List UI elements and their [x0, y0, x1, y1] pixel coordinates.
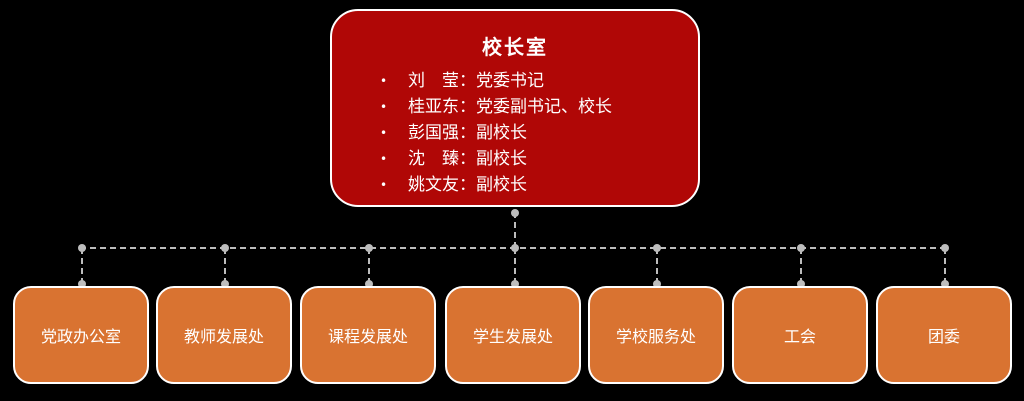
member-item: • 姚文友：副校长 — [380, 172, 612, 198]
connector-branch — [656, 248, 658, 284]
department-box: 工会 — [732, 286, 868, 384]
connector-dot — [797, 244, 805, 252]
department-box: 学校服务处 — [588, 286, 724, 384]
member-role: 党委副书记、校长 — [476, 97, 612, 117]
bullet-icon: • — [380, 74, 388, 88]
member-item: • 桂亚东：党委副书记、校长 — [380, 94, 612, 120]
department-box: 教师发展处 — [156, 286, 292, 384]
bullet-icon: • — [380, 178, 388, 192]
separator: ： — [459, 97, 476, 117]
member-item: • 沈 臻：副校长 — [380, 146, 612, 172]
bullet-icon: • — [380, 152, 388, 166]
department-box: 团委 — [876, 286, 1012, 384]
connector-dot — [221, 244, 229, 252]
separator: ： — [459, 175, 476, 195]
department-box: 党政办公室 — [13, 286, 149, 384]
connector-branch — [800, 248, 802, 284]
principal-office-title: 校长室 — [482, 35, 548, 59]
connector-branch — [368, 248, 370, 284]
separator: ： — [459, 149, 476, 169]
member-name: 彭国强 — [408, 123, 459, 143]
member-role: 副校长 — [476, 175, 527, 195]
bullet-icon: • — [380, 126, 388, 140]
connector-branch — [514, 248, 516, 284]
connector-branch — [944, 248, 946, 284]
separator: ： — [459, 123, 476, 143]
member-item: • 彭国强：副校长 — [380, 120, 612, 146]
connector-dot — [511, 280, 519, 288]
member-role: 副校长 — [476, 123, 527, 143]
department-box: 学生发展处 — [445, 286, 581, 384]
connector-dot — [78, 244, 86, 252]
connector-dot — [78, 280, 86, 288]
connector-dot — [941, 244, 949, 252]
connector-dot — [797, 280, 805, 288]
member-list: •刘 莹：党委书记 •桂亚东：党委副书记、校长 •彭国强：副校长 •沈 臻：副校… — [380, 68, 612, 198]
connector-dot — [365, 280, 373, 288]
department-box: 课程发展处 — [300, 286, 436, 384]
connector-dot — [653, 280, 661, 288]
member-role: 党委书记 — [476, 71, 544, 91]
connector-dot — [221, 280, 229, 288]
separator: ： — [459, 71, 476, 91]
member-name: 姚文友 — [408, 175, 459, 195]
connector-branch — [224, 248, 226, 284]
connector-dot — [511, 209, 519, 217]
member-name: 桂亚东 — [408, 97, 459, 117]
connector-trunk — [514, 212, 516, 248]
connector-dot — [511, 244, 519, 252]
connector-branch — [81, 248, 83, 284]
bullet-icon: • — [380, 100, 388, 114]
member-role: 副校长 — [476, 149, 527, 169]
member-name: 刘 莹 — [408, 71, 459, 91]
connector-dot — [653, 244, 661, 252]
member-item: • 刘 莹：党委书记 — [380, 68, 612, 94]
connector-dot — [941, 280, 949, 288]
principal-office-box: 校长室 •刘 莹：党委书记 •桂亚东：党委副书记、校长 •彭国强：副校长 •沈 … — [330, 9, 700, 207]
member-name: 沈 臻 — [408, 149, 459, 169]
connector-dot — [365, 244, 373, 252]
